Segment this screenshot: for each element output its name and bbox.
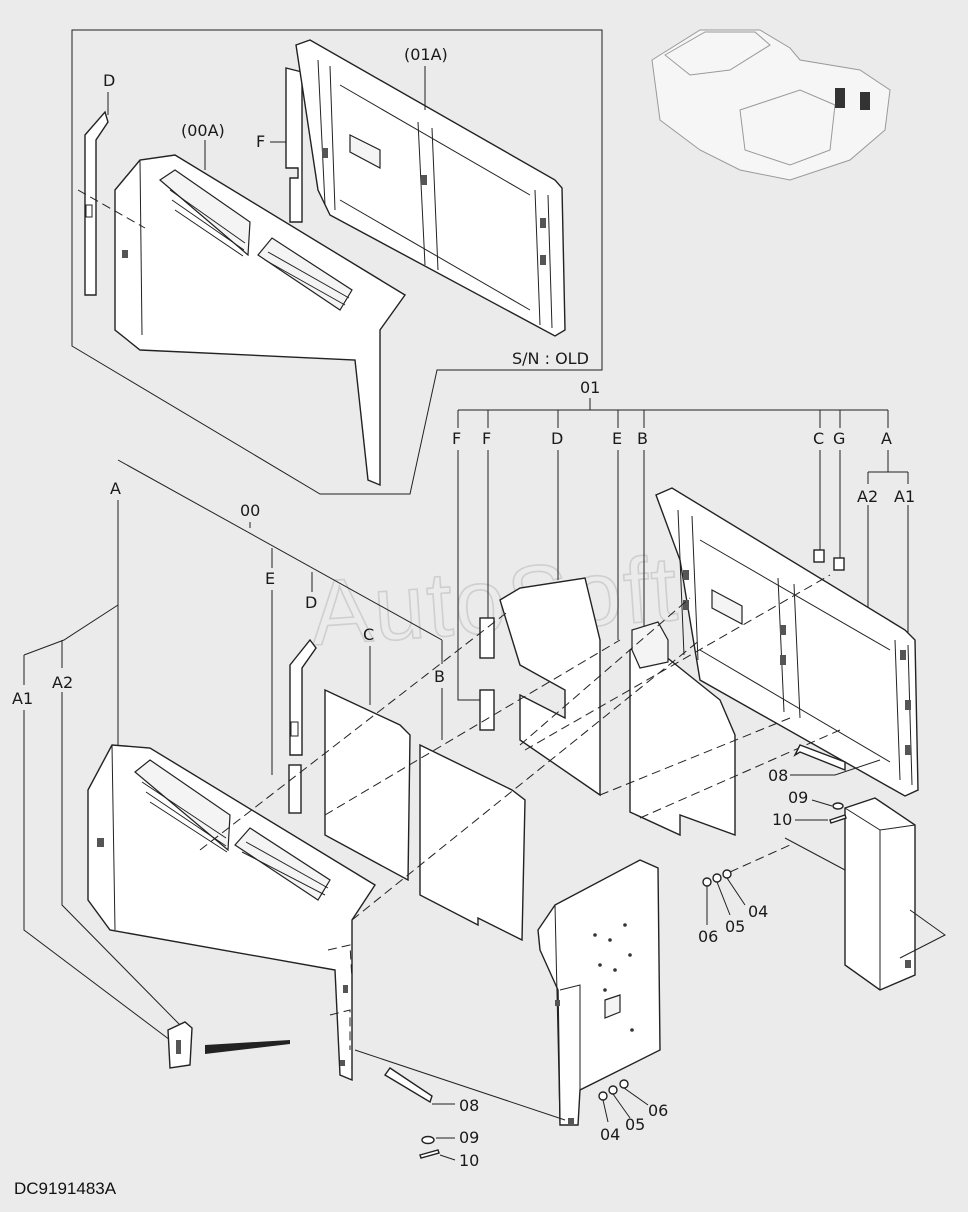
- handle-a1: [167, 1021, 193, 1069]
- inset-label-d: D: [103, 71, 115, 90]
- bolt-bottom: [419, 1149, 440, 1159]
- machine-thumbnail: [651, 29, 891, 181]
- pn-10-right: 10: [772, 810, 792, 829]
- label-a2-frame: A2: [857, 487, 878, 506]
- pn-05-lower: 05: [625, 1115, 645, 1134]
- inset-frame: [295, 39, 566, 337]
- inset-vent-upper: [159, 169, 251, 257]
- label-a1-left: A1: [12, 689, 33, 708]
- pad-b-frame: [631, 621, 669, 669]
- inset-panel: [114, 154, 407, 487]
- pad-b-left: [419, 743, 526, 942]
- pn-04-upper: 04: [748, 902, 768, 921]
- inset-label-00a: (00A): [181, 121, 225, 140]
- inset-label-01a: (01A): [404, 45, 448, 64]
- cover-box: [844, 797, 916, 991]
- strip-f-lower: [479, 689, 495, 731]
- main-frame: [655, 487, 919, 797]
- pn-06-upper: 06: [698, 927, 718, 946]
- label-f1: F: [452, 429, 461, 448]
- pn-08-bottom: 08: [459, 1096, 479, 1115]
- pn-06-lower: 06: [648, 1101, 668, 1120]
- label-a-frame: A: [881, 429, 892, 448]
- label-01: 01: [580, 378, 600, 397]
- label-c-left: C: [363, 625, 374, 644]
- label-a-left: A: [110, 479, 121, 498]
- clip-g: [833, 557, 845, 571]
- vent-lower: [234, 827, 331, 901]
- inset-old-serial: S/N : OLD (00A) D F: [71, 29, 603, 495]
- inset-label-f: F: [256, 132, 265, 151]
- washer-bottom: [421, 1135, 435, 1145]
- panel-label-tree: 00 A A2 A1 E D C B: [12, 459, 445, 1041]
- label-c-frame: C: [813, 429, 824, 448]
- pn-04-lower: 04: [600, 1125, 620, 1144]
- label-d-left: D: [305, 593, 317, 612]
- bolt-right: [829, 814, 847, 824]
- pad-c-left: [324, 688, 411, 882]
- pn-09-right: 09: [788, 788, 808, 807]
- label-e-left: E: [265, 569, 275, 588]
- document-code: DC9191483A: [14, 1179, 117, 1198]
- label-a1-frame: A1: [894, 487, 915, 506]
- seal-d: [499, 577, 601, 797]
- strap-right: [793, 744, 846, 772]
- hardware-upper: [702, 844, 791, 925]
- label-00: 00: [240, 501, 260, 520]
- frame-label-tree: 01 F F D E B C G A A2 A1: [452, 378, 915, 701]
- clip-c: [813, 549, 825, 563]
- strip-d-left: [289, 638, 317, 756]
- inset-vent-lower: [257, 237, 353, 311]
- pn-08-right: 08: [768, 766, 788, 785]
- side-panel: [87, 744, 376, 1082]
- seal-e-frame: [629, 639, 736, 837]
- vent-upper: [134, 759, 231, 853]
- strip-e-left: [288, 764, 302, 814]
- label-b-frame: B: [637, 429, 648, 448]
- washer-right: [832, 802, 844, 810]
- pn-05-upper: 05: [725, 917, 745, 936]
- bracket-plate: [537, 859, 661, 1126]
- inset-strip-d: [84, 110, 109, 296]
- serial-note: S/N : OLD: [512, 349, 589, 368]
- strap-bottom: [383, 1067, 433, 1104]
- hardware-lower: [598, 1079, 649, 1123]
- bracket-holes: [593, 923, 634, 1032]
- strip-f-upper: [479, 617, 495, 659]
- label-g-frame: G: [833, 429, 845, 448]
- label-a2-left: A2: [52, 673, 73, 692]
- label-b-left: B: [434, 667, 445, 686]
- pn-10-bottom: 10: [459, 1151, 479, 1170]
- label-e-frame: E: [612, 429, 622, 448]
- pn-09-bottom: 09: [459, 1128, 479, 1147]
- label-d-frame: D: [551, 429, 563, 448]
- label-f2: F: [482, 429, 491, 448]
- inset-strip-f: [285, 67, 303, 223]
